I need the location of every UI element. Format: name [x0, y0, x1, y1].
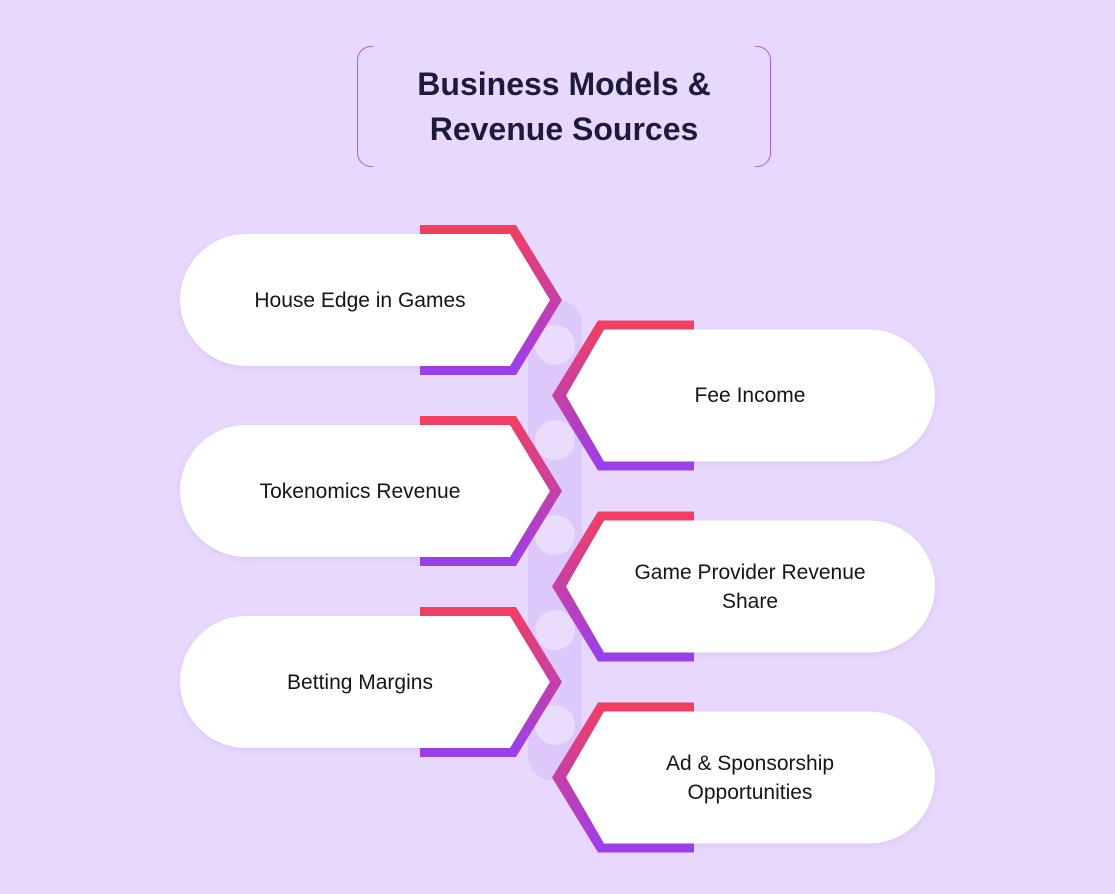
- connector-dot: [535, 610, 575, 650]
- item-card: [180, 616, 550, 748]
- item-card: [180, 234, 550, 366]
- item-label: Ad & Sponsorship Opportunities: [665, 751, 835, 804]
- item-label: Game Provider Revenue Share: [634, 560, 866, 613]
- item-card: [566, 520, 935, 653]
- connector-dot: [535, 325, 575, 365]
- connector-dot: [535, 420, 575, 460]
- connector-dot: [535, 705, 575, 745]
- item-label: Tokenomics Revenue: [259, 479, 461, 503]
- item-label: Betting Margins: [287, 670, 433, 694]
- diagram-title: Business Models & Revenue Sources: [417, 65, 711, 147]
- title-box: Business Models & Revenue Sources: [357, 46, 771, 167]
- item-card: [566, 711, 935, 844]
- item-label: Fee Income: [694, 384, 806, 407]
- items-layer: [180, 225, 935, 853]
- item-card: [566, 329, 935, 462]
- item-label: House Edge in Games: [254, 288, 466, 312]
- item-card: [180, 425, 550, 557]
- connector-dot: [535, 515, 575, 555]
